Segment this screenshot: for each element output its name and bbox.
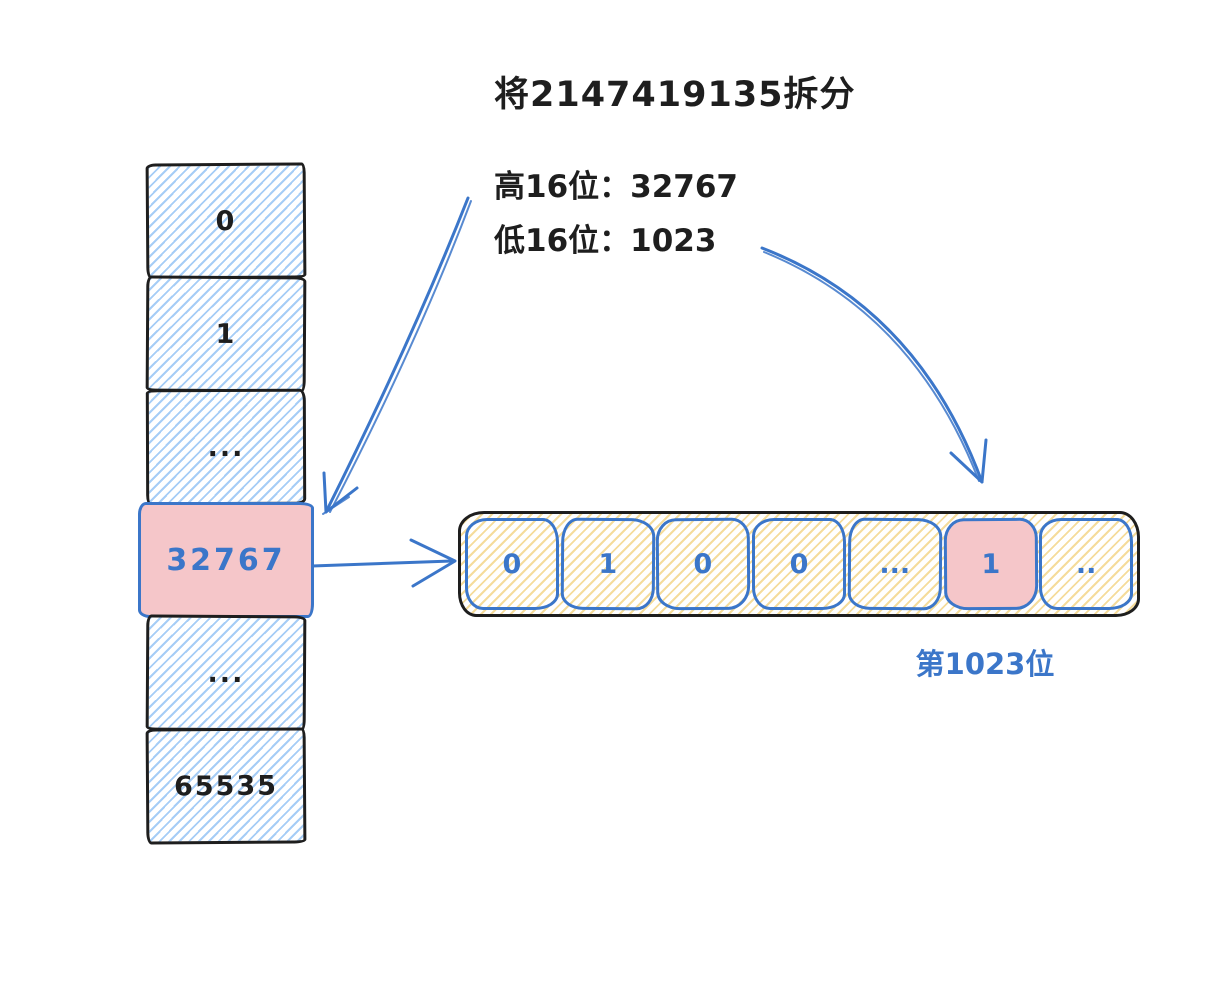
bit-cell-1: 1 [560, 517, 655, 611]
array-column: 0 1 ... 32767 ... 65535 [138, 162, 314, 845]
diagram-title: 将2147419135拆分 [494, 75, 856, 115]
array-cell-value: ... [207, 431, 245, 463]
array-cell-ellipsis-upper: ... [145, 388, 307, 506]
bit-value: 0 [502, 548, 522, 580]
array-cell-1: 1 [145, 275, 307, 393]
bit-value: 0 [789, 548, 809, 580]
array-cell-32767-highlighted: 32767 [138, 502, 314, 618]
bit-cell-ellipsis: ... [847, 517, 942, 611]
low-16-label: 低16位：1023 [494, 223, 717, 259]
bit-cell-tail-ellipsis: .. [1039, 518, 1134, 610]
array-cell-value: 0 [215, 205, 237, 237]
bit-cell-3: 0 [752, 518, 846, 610]
array-cell-0: 0 [145, 162, 307, 280]
bit-row: 0 1 0 0 ... 1 .. [458, 511, 1140, 617]
bit-cell-1023-highlighted: 1 [943, 517, 1038, 611]
arrow-high16-to-cell [322, 196, 472, 515]
arrow-cell-to-bitrow [310, 538, 457, 588]
array-cell-65535: 65535 [145, 727, 307, 845]
array-cell-value: 1 [215, 318, 237, 350]
bit-cell-2: 0 [656, 517, 751, 611]
array-cell-value: ... [207, 657, 245, 689]
bit-value: ... [879, 548, 911, 580]
array-cell-value: 65535 [173, 770, 279, 802]
bit-value: 0 [693, 548, 713, 580]
bit-position-label: 第1023位 [915, 647, 1055, 681]
array-cell-ellipsis-lower: ... [145, 614, 307, 732]
arrow-low16-to-bit [760, 246, 988, 484]
bit-cell-0: 0 [465, 518, 559, 610]
bit-value: 1 [598, 548, 618, 580]
high-16-label: 高16位：32767 [494, 169, 738, 205]
array-cell-value: 32767 [166, 542, 286, 578]
bit-value: .. [1075, 548, 1097, 580]
split-annotation: 高16位：32767 低16位：1023 [494, 160, 738, 268]
bit-value: 1 [980, 548, 1000, 580]
